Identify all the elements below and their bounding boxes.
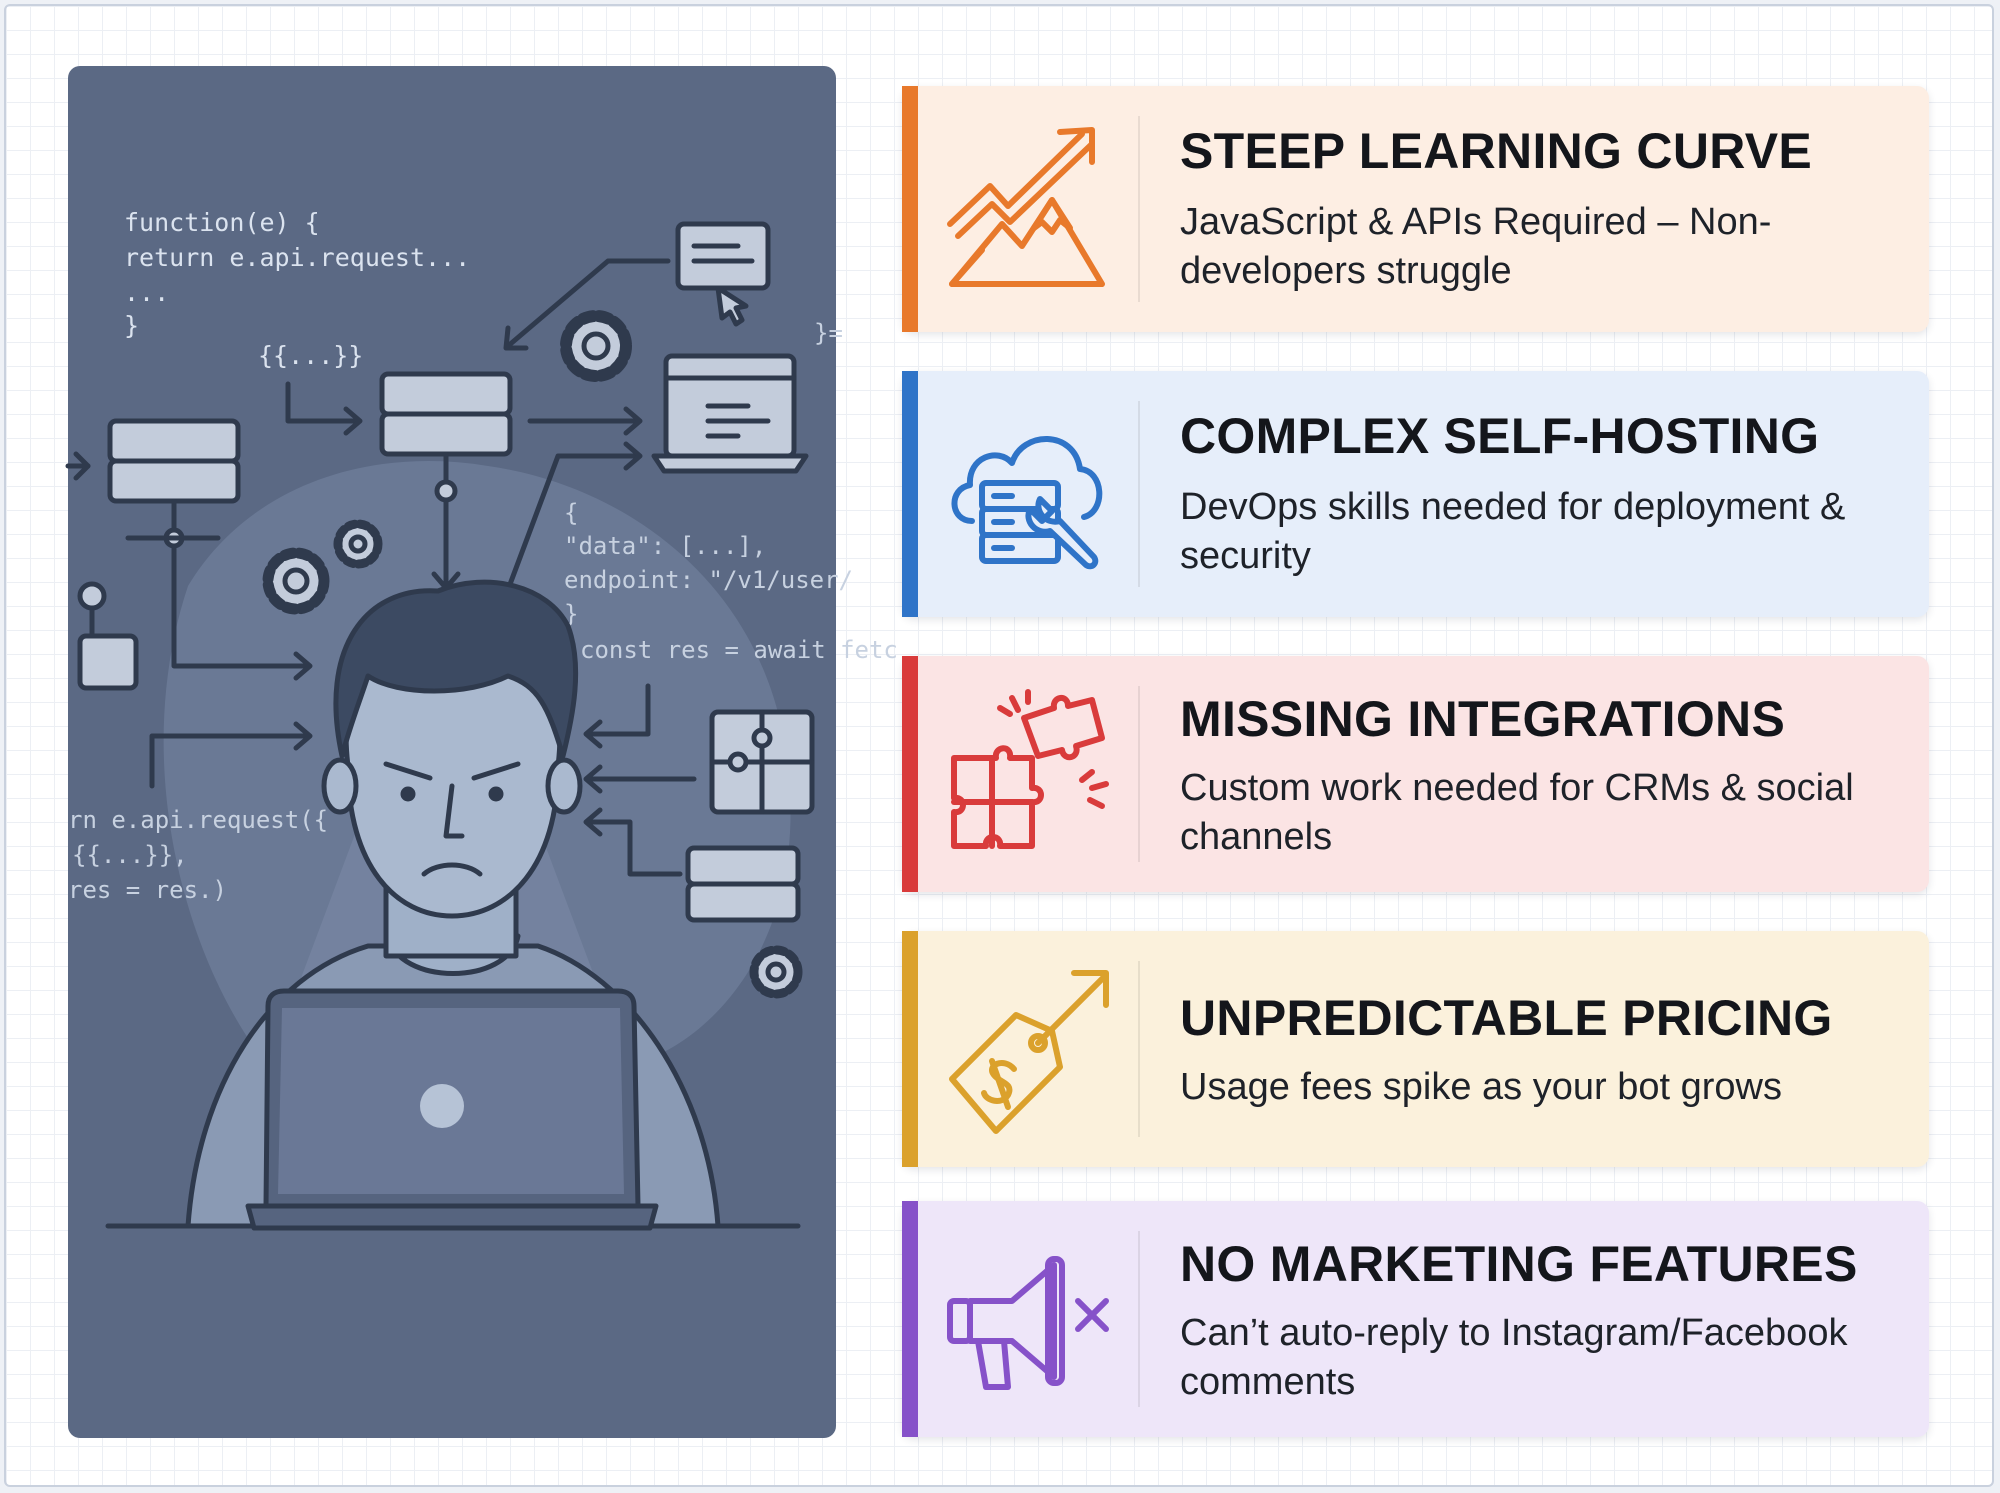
card-divider: [1138, 686, 1140, 862]
code-line: {: [564, 499, 578, 527]
card-accent-bar: [902, 931, 918, 1167]
card-title: COMPLEX SELF-HOSTING: [1180, 408, 1820, 464]
server-icon: [685, 845, 801, 923]
issue-card-complex-self-hosting: COMPLEX SELF-HOSTING DevOps skills neede…: [902, 371, 1929, 617]
server-icon: [107, 418, 241, 549]
card-description: Usage fees spike as your bot grows: [1180, 1066, 1782, 1108]
laptop-logo: [420, 1084, 464, 1128]
broken-puzzle-icon: [951, 689, 1109, 849]
issue-card-unpredictable-pricing: UNPREDICTABLE PRICING Usage fees spike a…: [902, 931, 1929, 1167]
card-accent-bar: [902, 656, 918, 892]
card-title: UNPREDICTABLE PRICING: [1180, 990, 1833, 1046]
card-title: NO MARKETING FEATURES: [1180, 1236, 1858, 1292]
code-line: endpoint: "/v1/user/: [564, 566, 853, 594]
gear-icon: [749, 945, 803, 999]
price-tag-rising-icon: [949, 970, 1109, 1134]
code-line: }: [124, 311, 139, 340]
card-accent-bar: [902, 86, 918, 332]
card-title: MISSING INTEGRATIONS: [1180, 691, 1786, 747]
card-divider: [1138, 401, 1140, 587]
code-line: res = res.): [68, 876, 227, 904]
card-divider: [1138, 116, 1140, 302]
frustrated-developer-illustration: function(e) { return e.api.request... ..…: [65, 66, 898, 1438]
canvas-frame: function(e) { return e.api.request... ..…: [4, 4, 1994, 1487]
issue-card-missing-integrations: MISSING INTEGRATIONS Custom work needed …: [902, 656, 1929, 892]
megaphone-muted-icon: [947, 1256, 1109, 1390]
card-description: Custom work needed for CRMs & social cha…: [1180, 767, 1854, 858]
server-icon: [379, 371, 513, 591]
gear-icon: [333, 519, 383, 569]
issue-card-steep-learning-curve: STEEP LEARNING CURVE JavaScript & APIs R…: [902, 86, 1929, 332]
code-line: return e.api.request...: [124, 243, 470, 272]
code-line: ...: [124, 278, 169, 307]
code-line: const res = await fetc: [580, 636, 898, 664]
mountain-trend-up-icon: [947, 127, 1105, 287]
issue-card-no-marketing-features: NO MARKETING FEATURES Can’t auto-reply t…: [902, 1201, 1929, 1437]
browser-window-icon: [675, 221, 771, 327]
code-line: rn e.api.request({: [68, 806, 328, 834]
card-description: JavaScript & APIs Required – Non-develop…: [1180, 201, 1772, 292]
code-line: "data": [...],: [564, 532, 766, 560]
card-description: DevOps skills needed for deployment & se…: [1180, 486, 1846, 577]
code-line: }=: [814, 319, 843, 347]
card-accent-bar: [902, 1201, 918, 1437]
card-divider: [1138, 961, 1140, 1137]
code-line: function(e) {: [124, 208, 320, 237]
gear-icon: [262, 547, 330, 615]
gear-icon: [560, 310, 632, 382]
card-description: Can’t auto-reply to Instagram/Facebook c…: [1180, 1312, 1848, 1403]
card-divider: [1138, 1231, 1140, 1407]
card-accent-bar: [902, 371, 918, 617]
cloud-server-wrench-icon: [951, 436, 1103, 570]
code-line: {{...}}: [258, 341, 363, 370]
code-line: {{...}},: [72, 841, 188, 869]
puzzle-icon: [709, 709, 815, 815]
card-title: STEEP LEARNING CURVE: [1180, 123, 1813, 179]
laptop-icon: [651, 353, 809, 474]
